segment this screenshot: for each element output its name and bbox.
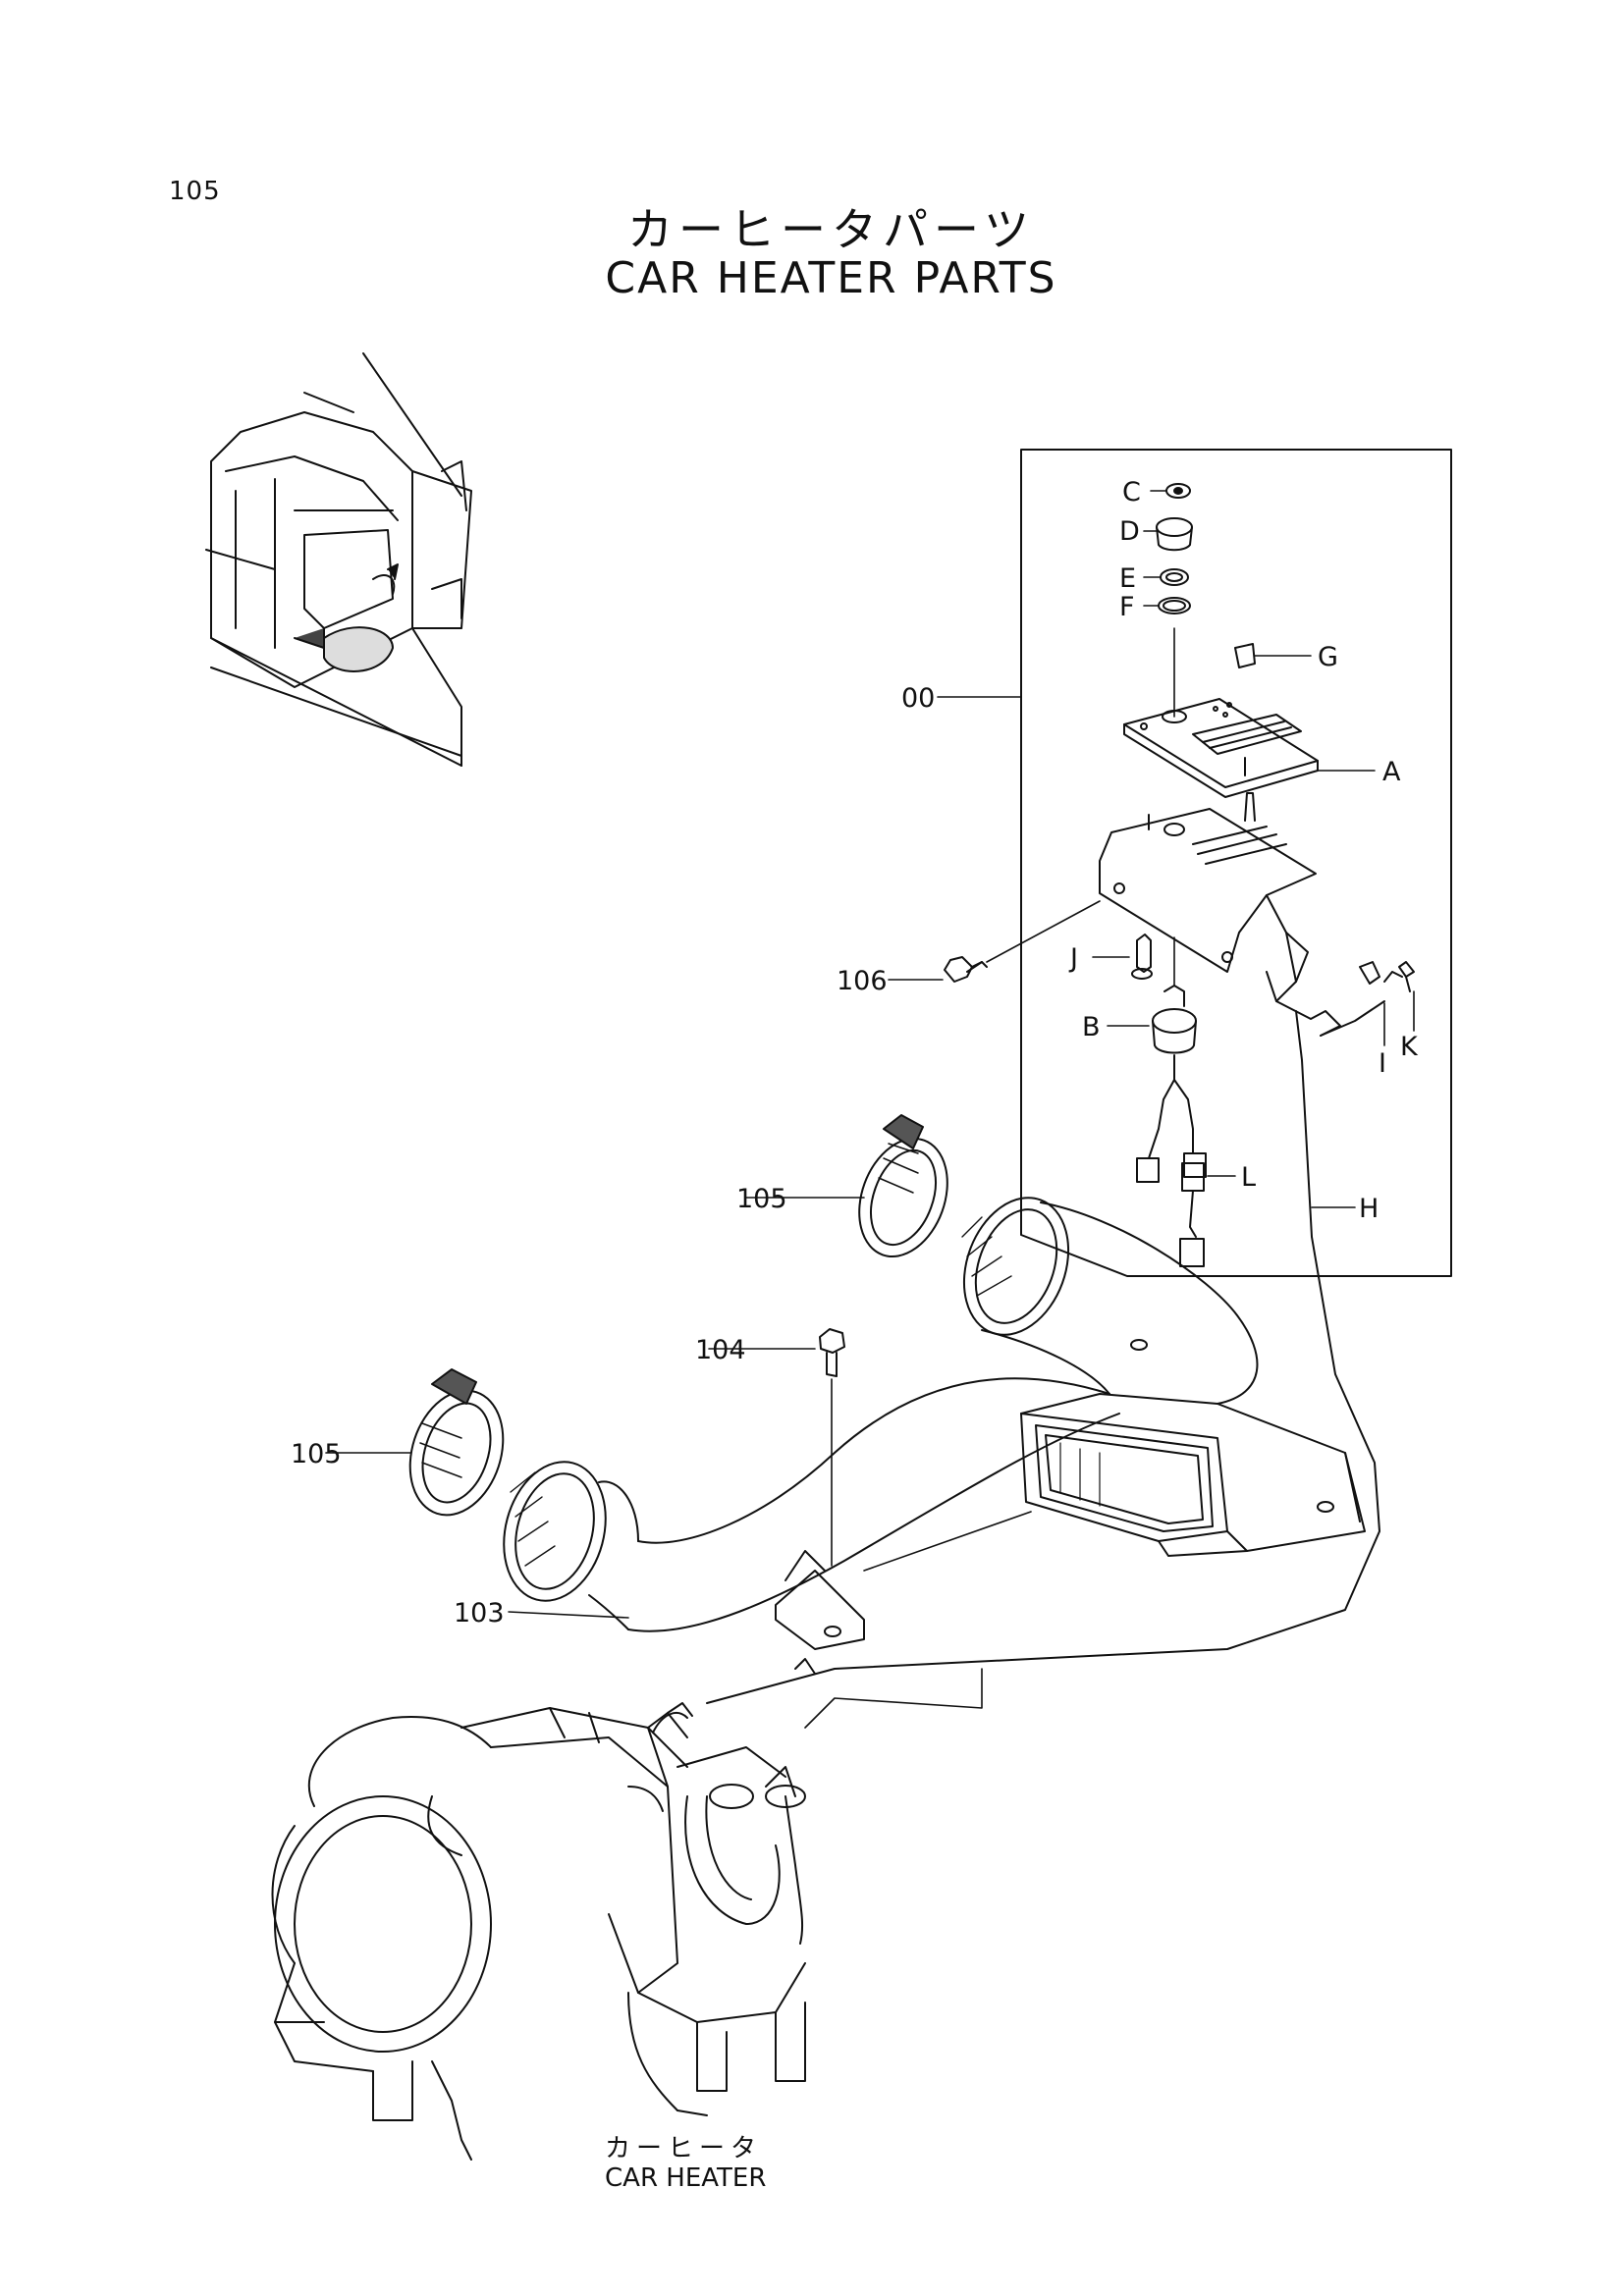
callout-g: G [1318,642,1338,672]
callout-f: F [1119,592,1135,622]
callout-d: D [1119,516,1140,547]
callout-h: H [1359,1194,1380,1224]
car-heater-unit [273,1659,983,2160]
callout-00: 00 [901,683,936,714]
screw-106 [945,901,1100,982]
harness-part-l [1180,1163,1204,1266]
callout-j: J [1070,943,1078,974]
screw-part-j [1132,934,1152,979]
knob-cap-part-g [1235,644,1255,667]
car-heater-caption-english: CAR HEATER [605,2163,767,2193]
callout-k: K [1400,1032,1418,1062]
callout-105-upper: 105 [736,1184,787,1214]
callout-105-lower: 105 [291,1439,342,1469]
callout-i: I [1379,1048,1386,1079]
bolt-104-bracket [776,1329,1031,1649]
callout-b: B [1082,1012,1101,1042]
callout-leader-lines [326,491,1414,1618]
outlet-duct-box [1021,1394,1365,1556]
air-duct-103 [489,1183,1257,1630]
callout-e: E [1119,563,1137,594]
switch-parts-i-k [1276,962,1414,1036]
control-bracket [1100,793,1316,1001]
callout-103: 103 [454,1598,505,1629]
hose-clamp-upper [843,1115,962,1269]
knob-parts-c-d-e-f [1157,484,1192,717]
callout-104: 104 [695,1335,746,1365]
callout-c: C [1122,477,1141,507]
hose-clamp-lower [395,1369,518,1527]
switch-part-b-harness [1137,937,1206,1182]
page-title-japanese: カーヒータパーツ [626,203,1036,256]
machine-overview-illustration [206,353,471,766]
callout-l: L [1241,1162,1257,1193]
page-title-english: CAR HEATER PARTS [605,253,1057,303]
page-number: 105 [169,177,221,206]
car-heater-caption-japanese: カーヒータ [605,2134,763,2163]
callout-106: 106 [837,966,888,996]
control-cable-h [707,1011,1380,1703]
control-panel-kit-frame [1021,450,1451,1276]
panel-plate-part-a [1124,699,1318,797]
callout-a: A [1382,757,1401,787]
